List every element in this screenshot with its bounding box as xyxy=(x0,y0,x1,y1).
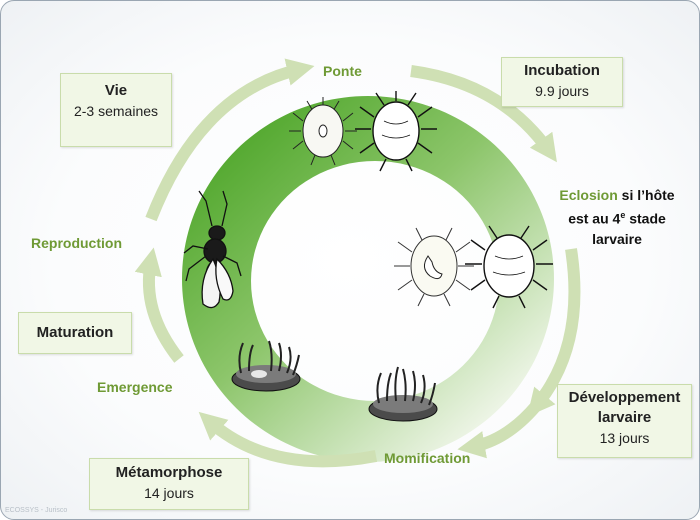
arrow-momification-emergence xyxy=(198,411,378,468)
stage-box-metamorphose: Métamorphose 14 jours xyxy=(89,458,249,510)
host-mealybug-large-icon xyxy=(465,225,553,309)
eclosion-word: Eclosion xyxy=(559,187,618,203)
stage-title-line1: Développement xyxy=(568,389,681,406)
arrow-eclosion-developpement xyxy=(527,248,581,417)
eclosion-stage-post: stade xyxy=(625,210,666,227)
host-mealybug-icon xyxy=(355,91,437,172)
label-reproduction: Reproduction xyxy=(31,235,122,251)
watermark: ECOSSYS - Jurisco xyxy=(5,507,68,514)
stage-duration: 14 jours xyxy=(144,485,194,501)
stage-box-developpement: Développement larvaire 13 jours xyxy=(557,384,692,458)
mummy-emerged-icon xyxy=(231,340,301,392)
mummy-icon xyxy=(368,366,438,422)
parasitized-mealybug-icon xyxy=(394,227,474,307)
label-eclosion: Eclosion si l’hôte est au 4e stade larva… xyxy=(547,185,687,249)
label-momification: Momification xyxy=(384,450,471,466)
arrow-ponte-incubation xyxy=(410,65,557,163)
stage-duration: 13 jours xyxy=(599,430,650,446)
eclosion-condition: si l’hôte xyxy=(617,187,675,203)
arrow-reproduction-ponte xyxy=(145,58,315,222)
stage-title-line2: larvaire xyxy=(597,409,652,426)
stage-duration: 9.9 jours xyxy=(535,83,589,99)
stage-title: Métamorphose xyxy=(115,464,223,481)
stage-duration: 2-3 semaines xyxy=(73,103,159,119)
stage-box-maturation: Maturation xyxy=(18,312,132,354)
stage-title: Maturation xyxy=(36,324,114,341)
stage-box-vie: Vie 2-3 semaines xyxy=(60,73,172,147)
stage-box-incubation: Incubation 9.9 jours xyxy=(501,57,623,107)
eclosion-stage-sup: e xyxy=(620,210,626,220)
arrow-emergence-reproduction xyxy=(134,247,184,363)
label-ponte: Ponte xyxy=(323,63,362,79)
eclosion-stage-pre: est au 4 xyxy=(568,210,621,227)
label-emergence: Emergence xyxy=(97,379,173,395)
eclosion-larvaire: larvaire xyxy=(592,230,642,247)
arrow-developpement-momification xyxy=(457,402,541,459)
wasp-icon xyxy=(183,190,242,309)
stage-title: Vie xyxy=(104,82,128,99)
stage-title: Incubation xyxy=(524,62,600,79)
mealybug-icon xyxy=(289,97,357,166)
